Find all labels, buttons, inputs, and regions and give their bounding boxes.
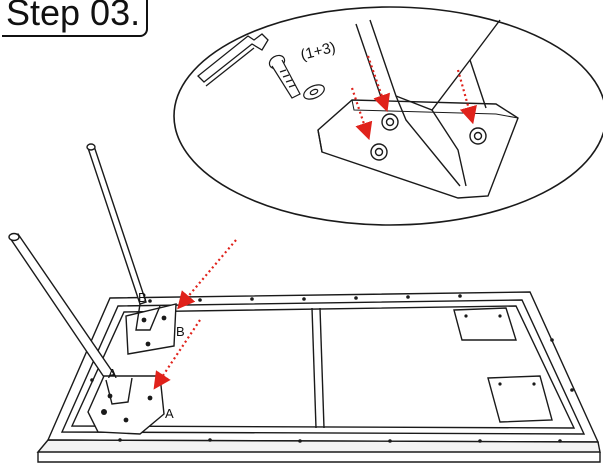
label-b-top: B: [138, 290, 147, 305]
label-b-side: B: [176, 324, 185, 339]
main-arrows: [153, 239, 237, 390]
washer-icon: [303, 84, 325, 100]
hex-key-icon: [197, 33, 269, 87]
leg-b: [86, 143, 177, 355]
step-title: Step 03.: [2, 0, 149, 37]
label-a-side: A: [165, 406, 174, 421]
detail-arrows: [350, 55, 477, 141]
leg-a: [8, 232, 165, 435]
bolt-icon: [268, 54, 301, 99]
label-a-top: A: [108, 366, 117, 381]
detail-callout: (1+3): [173, 6, 603, 226]
